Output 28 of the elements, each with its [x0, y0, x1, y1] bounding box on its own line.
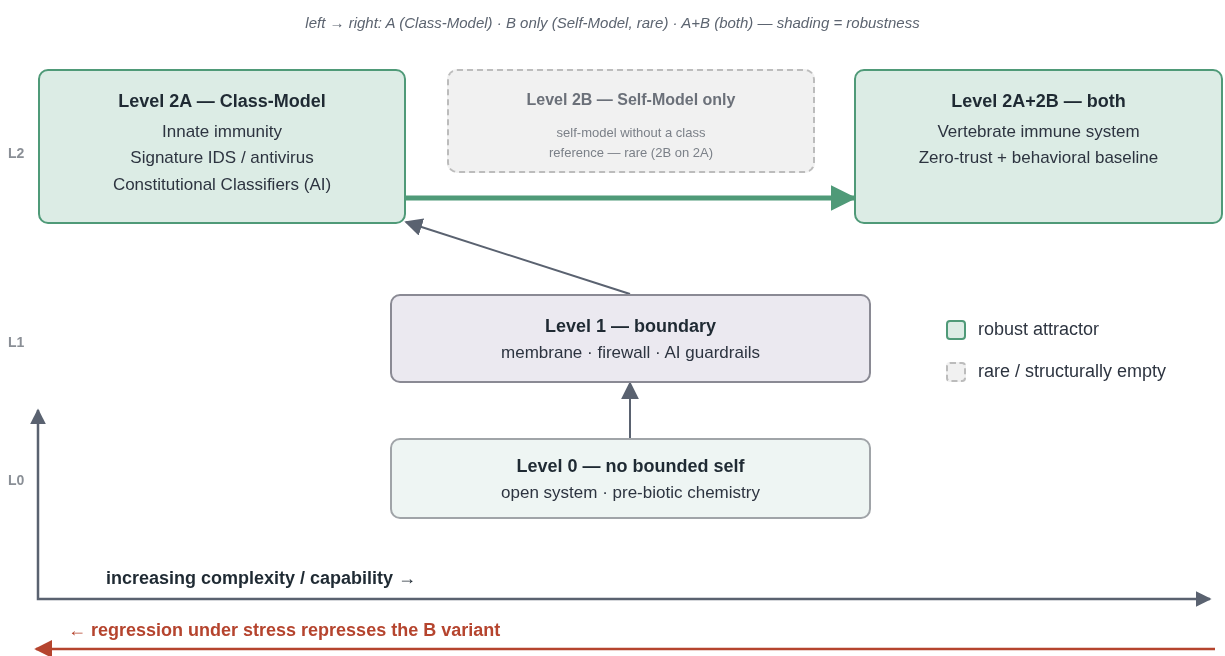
description-text: open system · pre-biotic chemistry [501, 483, 760, 504]
level-heading: Level 2B — Self-Model only [526, 90, 736, 110]
description-text: Zero-trust + behavioral baseline [918, 148, 1159, 169]
robust-level-box [38, 69, 406, 224]
arrow [404, 218, 631, 295]
level-tick-label: L0 [8, 472, 25, 488]
level-box [390, 438, 871, 519]
description-text: membrane · firewall · AI guardrails [501, 343, 760, 364]
level-heading: Level 0 — no bounded self [516, 456, 745, 477]
rare-level-box [447, 69, 815, 173]
level-heading: Level 1 — boundary [544, 316, 716, 337]
level-heading: Level 2A — Class-Model [118, 91, 326, 112]
description-text: Vertebrate immune system [937, 122, 1140, 143]
level-heading: Level 2A+2B — both [951, 91, 1126, 112]
regression-label: ← regression under stress represses the B variant [68, 620, 501, 641]
level-box [390, 294, 871, 383]
axis-label: increasing complexity / capability → [106, 568, 417, 589]
robust-level-box [854, 69, 1223, 224]
arrow [621, 381, 639, 439]
description-text: Signature IDS / antivirus [130, 148, 314, 169]
description-text: Constitutional Classifiers (AI) [112, 174, 332, 196]
legend-label: robust attractor [978, 319, 1100, 340]
description-text: self-model without a class reference — rare (2B on 2A) [548, 123, 714, 163]
legend-label: rare / structurally empty [978, 361, 1167, 382]
subtitle: left → right: A (Class-Model) · B only (Self-Model, rare) · A+B (both) — shading = robustness [304, 14, 921, 31]
description-text: Innate immunity [162, 122, 282, 143]
level-tick-label: L1 [8, 334, 25, 350]
level-tick-label: L2 [8, 145, 25, 161]
